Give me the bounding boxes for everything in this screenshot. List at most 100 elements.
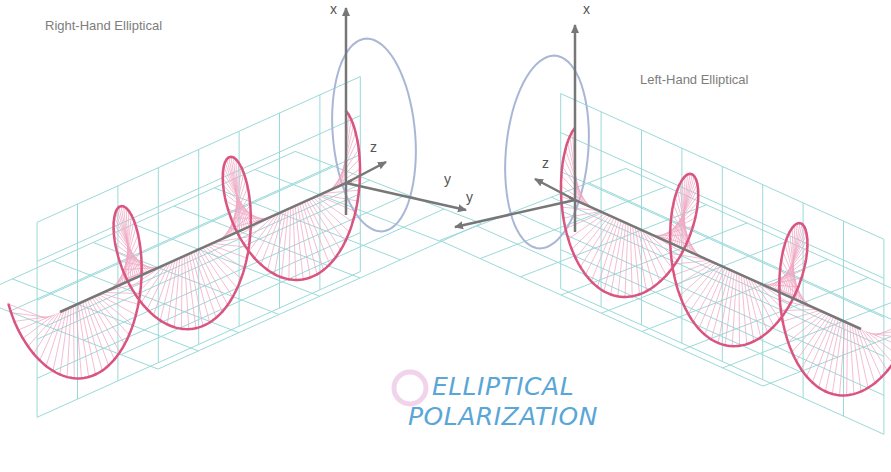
line xyxy=(812,318,836,383)
line xyxy=(569,197,861,329)
line xyxy=(705,269,728,335)
line xyxy=(723,296,891,368)
line xyxy=(535,179,575,200)
line xyxy=(883,239,884,434)
line xyxy=(563,212,600,219)
field-helix xyxy=(9,111,361,378)
line xyxy=(762,185,763,380)
line xyxy=(859,328,881,377)
line xyxy=(739,274,741,346)
axis-label: y xyxy=(444,171,451,187)
line xyxy=(346,162,386,183)
line xyxy=(279,113,280,308)
field-helix xyxy=(561,128,891,395)
line xyxy=(722,166,723,361)
line xyxy=(11,313,48,318)
line xyxy=(551,197,874,343)
line xyxy=(875,321,891,335)
line xyxy=(85,301,109,366)
line xyxy=(40,311,62,360)
line xyxy=(194,252,217,318)
line xyxy=(9,166,332,312)
line xyxy=(630,225,632,296)
line xyxy=(198,149,199,344)
line xyxy=(73,306,75,378)
line xyxy=(618,223,626,296)
line xyxy=(832,321,843,394)
line xyxy=(671,222,700,256)
line xyxy=(304,202,329,264)
line xyxy=(561,172,884,318)
line xyxy=(37,194,360,340)
line xyxy=(732,273,737,346)
axis-label: z xyxy=(542,155,549,171)
line xyxy=(293,207,296,280)
line xyxy=(205,247,241,279)
line xyxy=(561,133,884,279)
line xyxy=(184,256,189,329)
caption: ELLIPTICAL POLARIZATION xyxy=(378,372,628,432)
line xyxy=(9,304,46,318)
line xyxy=(214,188,400,260)
line xyxy=(604,221,621,291)
figure-label: Left-Hand Elliptical xyxy=(640,72,748,87)
line xyxy=(174,206,360,278)
line xyxy=(591,219,616,281)
line xyxy=(174,258,179,327)
line xyxy=(300,204,317,274)
line xyxy=(321,195,358,202)
line xyxy=(843,221,844,416)
line xyxy=(641,130,642,325)
line xyxy=(46,180,369,326)
caption-symbol xyxy=(394,372,426,404)
line xyxy=(680,264,716,296)
axis-label: x xyxy=(583,1,590,17)
line xyxy=(846,323,848,395)
line xyxy=(455,200,575,227)
line xyxy=(597,220,619,287)
line xyxy=(561,94,884,240)
line xyxy=(37,155,360,301)
line xyxy=(589,183,891,329)
line xyxy=(346,183,466,210)
line xyxy=(302,203,324,270)
line xyxy=(282,209,289,277)
line xyxy=(699,268,725,329)
axis-label: x xyxy=(330,1,337,17)
axis-label: z xyxy=(370,139,377,155)
line xyxy=(318,196,355,212)
line xyxy=(37,222,38,417)
axis-label: y xyxy=(466,189,473,205)
line xyxy=(561,223,747,295)
line xyxy=(60,180,352,312)
figure-label: Right-Hand Elliptical xyxy=(45,18,162,33)
line xyxy=(158,168,159,363)
line xyxy=(121,209,444,355)
line xyxy=(167,259,177,324)
line xyxy=(37,77,360,223)
line xyxy=(181,257,183,329)
line xyxy=(744,276,754,341)
line xyxy=(77,204,78,399)
line xyxy=(566,213,603,229)
line xyxy=(295,206,303,279)
line xyxy=(221,205,250,239)
line xyxy=(99,295,136,315)
line xyxy=(625,224,628,297)
line xyxy=(28,313,57,346)
line xyxy=(633,226,640,294)
line xyxy=(87,300,114,360)
line xyxy=(37,116,360,262)
line xyxy=(78,304,89,377)
line xyxy=(807,317,834,377)
line xyxy=(785,312,822,332)
polarization-ellipse xyxy=(505,56,589,249)
line xyxy=(477,226,800,372)
line xyxy=(196,251,222,312)
line xyxy=(521,205,707,277)
line xyxy=(741,275,746,344)
line xyxy=(289,208,291,279)
right-hand-figure xyxy=(0,8,481,417)
